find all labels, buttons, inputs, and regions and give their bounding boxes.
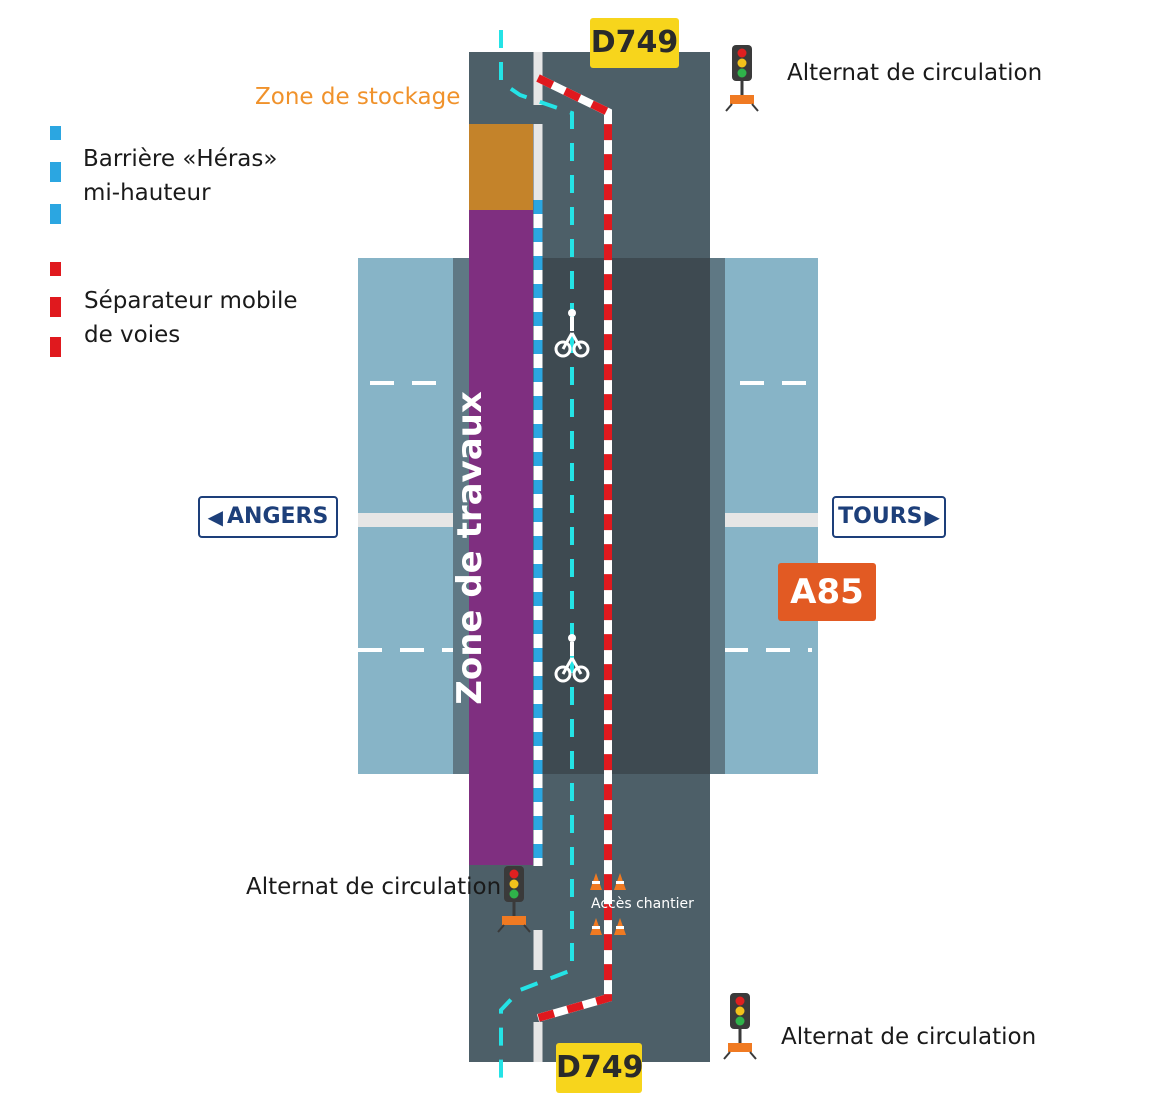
bicycle-icon xyxy=(554,634,590,683)
arrow-left-icon: ◀ xyxy=(207,505,224,529)
route-sign-top: D749 xyxy=(590,18,679,68)
legend-separator-label: Séparateur mobile de voies xyxy=(84,284,298,352)
storage-zone-label: Zone de stockage xyxy=(255,84,461,110)
legend-separator-marker xyxy=(50,262,61,357)
legend-barrier-marker xyxy=(50,126,61,224)
direction-sign-angers: ◀ ANGERS xyxy=(198,496,338,538)
signal-label-bottom-right: Alternat de circulation xyxy=(781,1024,1037,1050)
bridge-edge-right xyxy=(710,258,725,774)
legend-barrier-line1: Barrière «Héras» xyxy=(83,146,278,172)
traffic-light-icon xyxy=(725,45,759,112)
motorway-lane-markings xyxy=(358,381,818,652)
storage-zone xyxy=(469,124,533,210)
signal-label-bottom-left: Alternat de circulation xyxy=(246,874,502,900)
motorway-sign: A85 xyxy=(778,563,876,621)
lane-separator-stripes xyxy=(536,74,612,1022)
legend-separator-line1: Séparateur mobile xyxy=(84,288,298,314)
works-zone xyxy=(469,210,533,865)
direction-tours-label: TOURS xyxy=(838,504,923,529)
traffic-cone-icon xyxy=(590,873,626,935)
route-sign-bottom: D749 xyxy=(556,1043,644,1093)
traffic-light-icon xyxy=(723,993,757,1060)
legend-barrier-label: Barrière «Héras» mi-hauteur xyxy=(83,142,277,210)
signal-label-top-right: Alternat de circulation xyxy=(787,60,1043,86)
traffic-light-icon xyxy=(497,866,531,933)
direction-sign-tours: TOURS ▶ xyxy=(832,496,946,538)
cycle-lane-guide xyxy=(499,30,574,1085)
bridge-edge-left xyxy=(453,258,469,774)
legend-barrier-line2: mi-hauteur xyxy=(83,180,211,206)
works-zone-label: Zone de travaux xyxy=(450,391,490,705)
legend-separator-line2: de voies xyxy=(84,322,181,348)
site-access-label: Accès chantier xyxy=(591,896,694,912)
bicycle-icon xyxy=(554,309,590,358)
arrow-right-icon: ▶ xyxy=(924,505,940,529)
direction-angers-label: ANGERS xyxy=(227,504,329,529)
